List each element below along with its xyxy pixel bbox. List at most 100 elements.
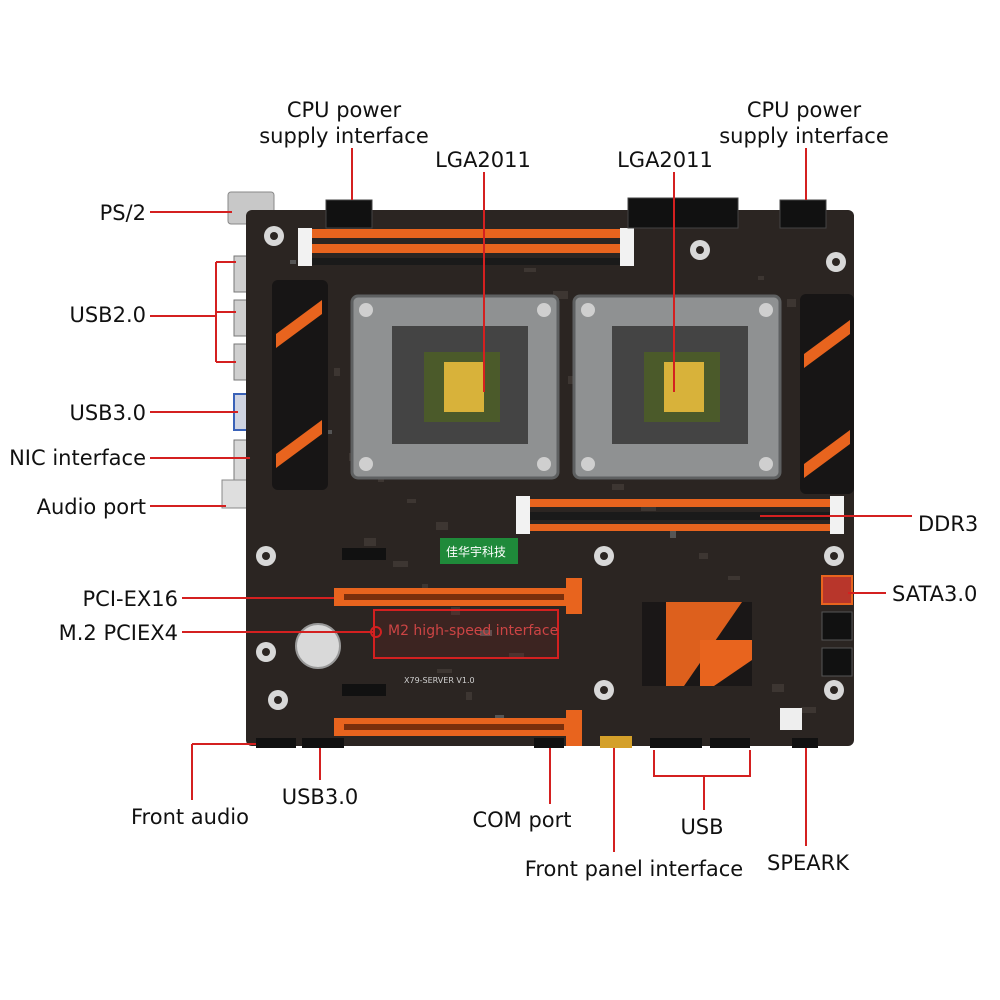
sata-ports	[821, 575, 853, 677]
ddr3-slot	[530, 499, 830, 507]
board-model-text: X79-SERVER V1.0	[404, 676, 475, 685]
pcb-component	[422, 584, 428, 588]
ddr3-label: DDR3	[918, 512, 979, 536]
sata-port	[821, 647, 853, 677]
pcb-component	[553, 291, 568, 299]
pcb-component	[407, 499, 416, 503]
pcb-texture	[256, 226, 846, 721]
leader-usb20	[150, 261, 236, 363]
pcb-component	[670, 530, 676, 538]
pcb-component	[364, 538, 376, 546]
mounting-hole-center	[600, 686, 608, 694]
cpu-socket-left	[350, 294, 560, 480]
front-panel-label: Front panel interface	[524, 857, 744, 881]
ddr3-slot	[312, 244, 626, 253]
com-port-label: COM port	[472, 808, 572, 832]
cpu-socket-right	[572, 294, 782, 480]
pcb-component	[612, 484, 624, 490]
pcb-component	[290, 260, 296, 264]
front-audio-label: Front audio	[131, 805, 249, 829]
cmos-battery	[295, 623, 341, 669]
pcie-slots	[334, 548, 582, 746]
pcb-component	[393, 561, 408, 567]
pcb-component	[480, 630, 492, 636]
speaker-header	[792, 738, 818, 748]
heatsink-accent	[276, 300, 322, 348]
m2-label: M.2 PCIEX4	[58, 621, 178, 645]
usb30-front-label: USB3.0	[281, 785, 359, 809]
usb20-label: USB2.0	[69, 303, 146, 327]
slot-latch	[298, 228, 312, 266]
pcb-component	[466, 692, 472, 700]
slot-latch	[620, 228, 634, 266]
ddr3-slots-top	[298, 228, 634, 266]
lga2011-label-left: LGA2011	[435, 148, 531, 172]
cpu-power-right-line1: CPU power	[746, 98, 862, 122]
sata-label: SATA3.0	[892, 582, 978, 606]
cpu-power-connector-left	[325, 199, 373, 229]
mounting-hole-center	[262, 648, 270, 656]
heatsink-accent	[276, 420, 322, 468]
pcb-component	[509, 653, 524, 657]
pcb-component	[437, 669, 452, 673]
slot-clip	[566, 710, 582, 746]
main-power-connector	[627, 197, 739, 229]
ddr3-slot	[530, 512, 830, 520]
lga2011-label-right: LGA2011	[617, 148, 713, 172]
sata-port	[821, 611, 853, 641]
vrm-heatsinks	[272, 280, 854, 494]
mounting-hole-center	[830, 686, 838, 694]
usb30-header	[302, 738, 344, 748]
m2-callout-text: M2 high-speed interface	[388, 623, 559, 639]
m2-callout-box	[373, 609, 559, 659]
leader-lines	[150, 148, 912, 852]
pcb-component	[699, 553, 708, 559]
qr-code	[780, 708, 802, 730]
ddr3-slot	[530, 524, 830, 531]
mounting-hole-center	[832, 258, 840, 266]
cpu-power-left-line2: supply interface	[259, 124, 429, 148]
pciex1-slot	[342, 548, 386, 560]
mounting-hole-center	[600, 552, 608, 560]
pcb-component	[772, 684, 784, 692]
pcb-component	[787, 299, 796, 307]
vendor-badge	[440, 538, 518, 564]
nic-label: NIC interface	[9, 446, 146, 470]
pcb-component	[801, 707, 816, 713]
front-audio-header	[256, 738, 296, 748]
pcb-component	[334, 368, 340, 376]
pcb-component	[436, 522, 448, 530]
sata-port	[821, 575, 853, 605]
usb-header	[710, 738, 750, 748]
mounting-hole-center	[262, 552, 270, 560]
vendor-badge-text: 佳华宇科技	[446, 545, 507, 559]
pciex16-label: PCI-EX16	[82, 587, 178, 611]
cpu-power-label-left: CPU power supply interface	[254, 97, 434, 149]
pciex1-slot	[342, 684, 386, 696]
ddr3-slot	[312, 229, 626, 238]
slot-clip	[566, 578, 582, 614]
cpu-power-left-line1: CPU power	[286, 98, 402, 122]
cpu-power-connector-right	[779, 199, 827, 229]
mounting-hole-center	[274, 696, 282, 704]
heatsink-accent	[804, 430, 850, 478]
mounting-hole-center	[830, 552, 838, 560]
pcb-component	[728, 576, 740, 580]
bottom-headers	[256, 736, 818, 748]
cpu-power-label-right: CPU power supply interface	[714, 97, 894, 149]
usb-header	[650, 738, 702, 748]
mounting-hole-center	[696, 246, 704, 254]
speark-label: SPEARK	[767, 851, 849, 875]
slot-latch	[516, 496, 530, 534]
front-panel-header	[600, 736, 632, 748]
com-header	[534, 738, 564, 748]
ps2-label: PS/2	[99, 201, 146, 225]
leader-usb	[653, 750, 751, 810]
chipset-heatsink	[642, 602, 752, 686]
usb-label: USB	[680, 815, 724, 839]
pcb-component	[758, 276, 764, 280]
pcb-component	[524, 268, 536, 272]
pcb-component	[641, 507, 656, 511]
ddr3-slot	[312, 258, 626, 265]
